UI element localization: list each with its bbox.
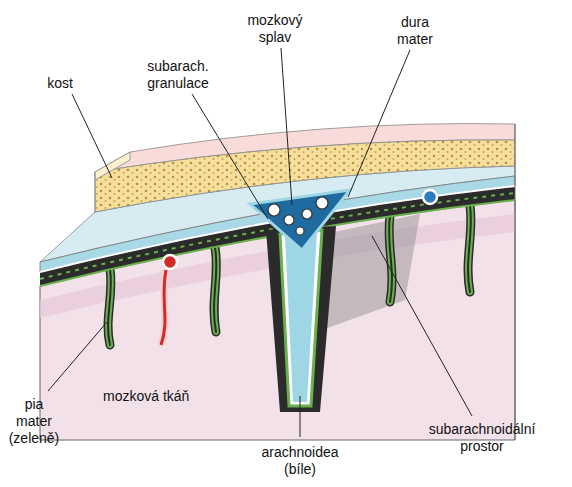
leader-line — [348, 50, 410, 197]
vein — [423, 190, 437, 204]
sulcus — [108, 269, 111, 345]
bone-edge — [95, 172, 96, 212]
pia-line — [214, 248, 216, 332]
falx-arachnoid — [280, 230, 322, 406]
part-label: mozková tkáň — [103, 388, 189, 405]
part-label: subarachnoidální prostor — [429, 421, 536, 455]
leader-line — [192, 94, 268, 219]
sulcus — [468, 206, 471, 292]
granulations — [268, 197, 328, 235]
sulcus — [468, 206, 471, 292]
leader-lines — [48, 48, 472, 437]
pia-line — [468, 206, 471, 292]
falx-cerebri — [285, 232, 317, 402]
bone-edge — [95, 152, 130, 180]
granulation — [302, 209, 312, 219]
block-edge — [515, 124, 516, 440]
artery-branch — [161, 270, 166, 345]
part-label: pia mater (zeleně) — [9, 396, 60, 447]
part-label: mozkový splav — [247, 12, 302, 46]
part-label: kost — [47, 75, 73, 92]
sagittal-sinus — [250, 190, 350, 250]
part-label: dura mater — [397, 14, 433, 48]
part-label: arachnoidea (bíle) — [261, 444, 338, 478]
granulation — [316, 197, 328, 209]
leader-line — [281, 48, 292, 205]
artery-branch — [161, 270, 166, 345]
granulation — [268, 204, 280, 216]
part-label: subarach. granulace — [147, 58, 209, 92]
sulcus — [214, 248, 216, 332]
sulcus — [108, 269, 111, 345]
leader-line — [372, 236, 472, 416]
leader-line — [300, 396, 301, 437]
subarachnoid-shade — [322, 214, 420, 330]
sulcus — [389, 216, 392, 302]
bone — [95, 140, 515, 212]
granulation — [284, 215, 294, 225]
pia-line — [389, 216, 392, 302]
interhemispheric-fissure — [266, 226, 336, 412]
sulcus — [389, 216, 392, 302]
artery — [163, 255, 177, 269]
sulcus — [214, 248, 216, 332]
granulation — [296, 227, 304, 235]
leader-line — [72, 94, 112, 178]
pia-line — [108, 269, 111, 345]
leader-line — [48, 322, 107, 391]
